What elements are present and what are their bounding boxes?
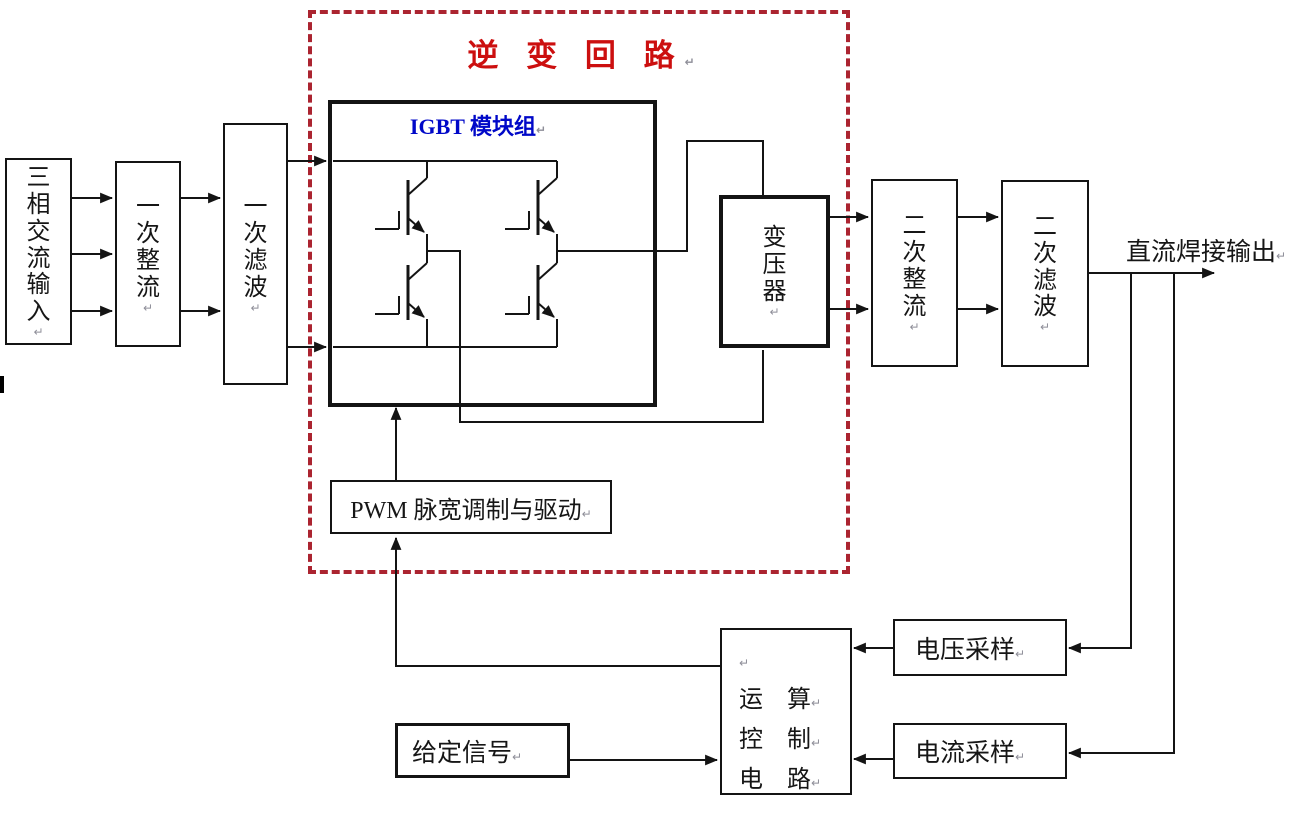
igbt-module-title-text: IGBT 模块组 (409, 114, 537, 139)
block-three-phase-ac-input: 三相交流输入↵ (5, 158, 72, 345)
block-secondary-rectifier: 二次整流↵ (871, 179, 958, 367)
block-primary-rectifier: 一次整流↵ (115, 161, 181, 347)
inverter-loop-title-text: 逆 变 回 路 (467, 38, 685, 73)
block-igbt-module (328, 100, 657, 407)
paragraph-mark: ↵ (739, 656, 750, 670)
control-circuit-line1: 运 算 (739, 687, 811, 713)
paragraph-mark: ↵ (684, 55, 705, 69)
block-primary-filter: 一次滤波↵ (223, 123, 288, 385)
primary-filter-label: 一次滤波 (243, 194, 268, 301)
block-transformer: 变压器↵ (719, 195, 830, 348)
inverter-loop-title: 逆 变 回 路↵ (436, 30, 736, 75)
paragraph-mark: ↵ (33, 325, 44, 340)
paragraph-mark: ↵ (512, 749, 523, 764)
block-given-signal: 给定信号↵ (395, 723, 570, 778)
paragraph-mark: ↵ (1039, 320, 1051, 335)
paragraph-mark: ↵ (142, 300, 154, 315)
left-edge-artifact (0, 376, 4, 393)
block-current-sampling: 电流采样↵ (893, 723, 1067, 779)
control-circuit-line3: 电 路 (739, 767, 811, 793)
secondary-filter-label: 二次滤波 (1033, 213, 1057, 321)
paragraph-mark: ↵ (909, 319, 920, 334)
given-signal-label: 给定信号 (412, 739, 513, 767)
paragraph-mark: ↵ (536, 123, 547, 137)
pwm-driver-label: PWM 脉宽调制与驱动 (350, 497, 582, 524)
dc-welding-output-text: 直流焊接输出 (1126, 239, 1277, 266)
igbt-module-title: IGBT 模块组↵ (328, 109, 628, 141)
paragraph-mark: ↵ (1015, 646, 1026, 661)
control-circuit-line2: 控 制 (739, 727, 811, 753)
three-phase-ac-input-label: 三相交流输入 (26, 164, 51, 326)
paragraph-mark: ↵ (1015, 750, 1026, 764)
dc-welding-output-label: 直流焊接输出↵ (1126, 232, 1286, 268)
current-sampling-label: 电流采样 (915, 740, 1016, 767)
paragraph-mark: ↵ (250, 300, 261, 315)
voltage-sampling-label: 电压采样 (915, 636, 1016, 664)
block-pwm-driver: PWM 脉宽调制与驱动↵ (330, 480, 612, 534)
paragraph-mark: ↵ (811, 776, 822, 790)
block-voltage-sampling: 电压采样↵ (893, 619, 1067, 676)
paragraph-mark: ↵ (1276, 249, 1287, 263)
paragraph-mark: ↵ (811, 696, 822, 710)
paragraph-mark: ↵ (581, 506, 592, 521)
paragraph-mark: ↵ (769, 304, 780, 319)
paragraph-mark: ↵ (811, 736, 822, 750)
primary-rectifier-label: 一次整流 (136, 194, 160, 301)
transformer-label: 变压器 (762, 225, 787, 305)
secondary-rectifier-label: 二次整流 (902, 213, 927, 320)
block-control-circuit: ↵ 运 算↵ 控 制↵ 电 路↵ (720, 628, 852, 795)
block-secondary-filter: 二次滤波↵ (1001, 180, 1089, 367)
